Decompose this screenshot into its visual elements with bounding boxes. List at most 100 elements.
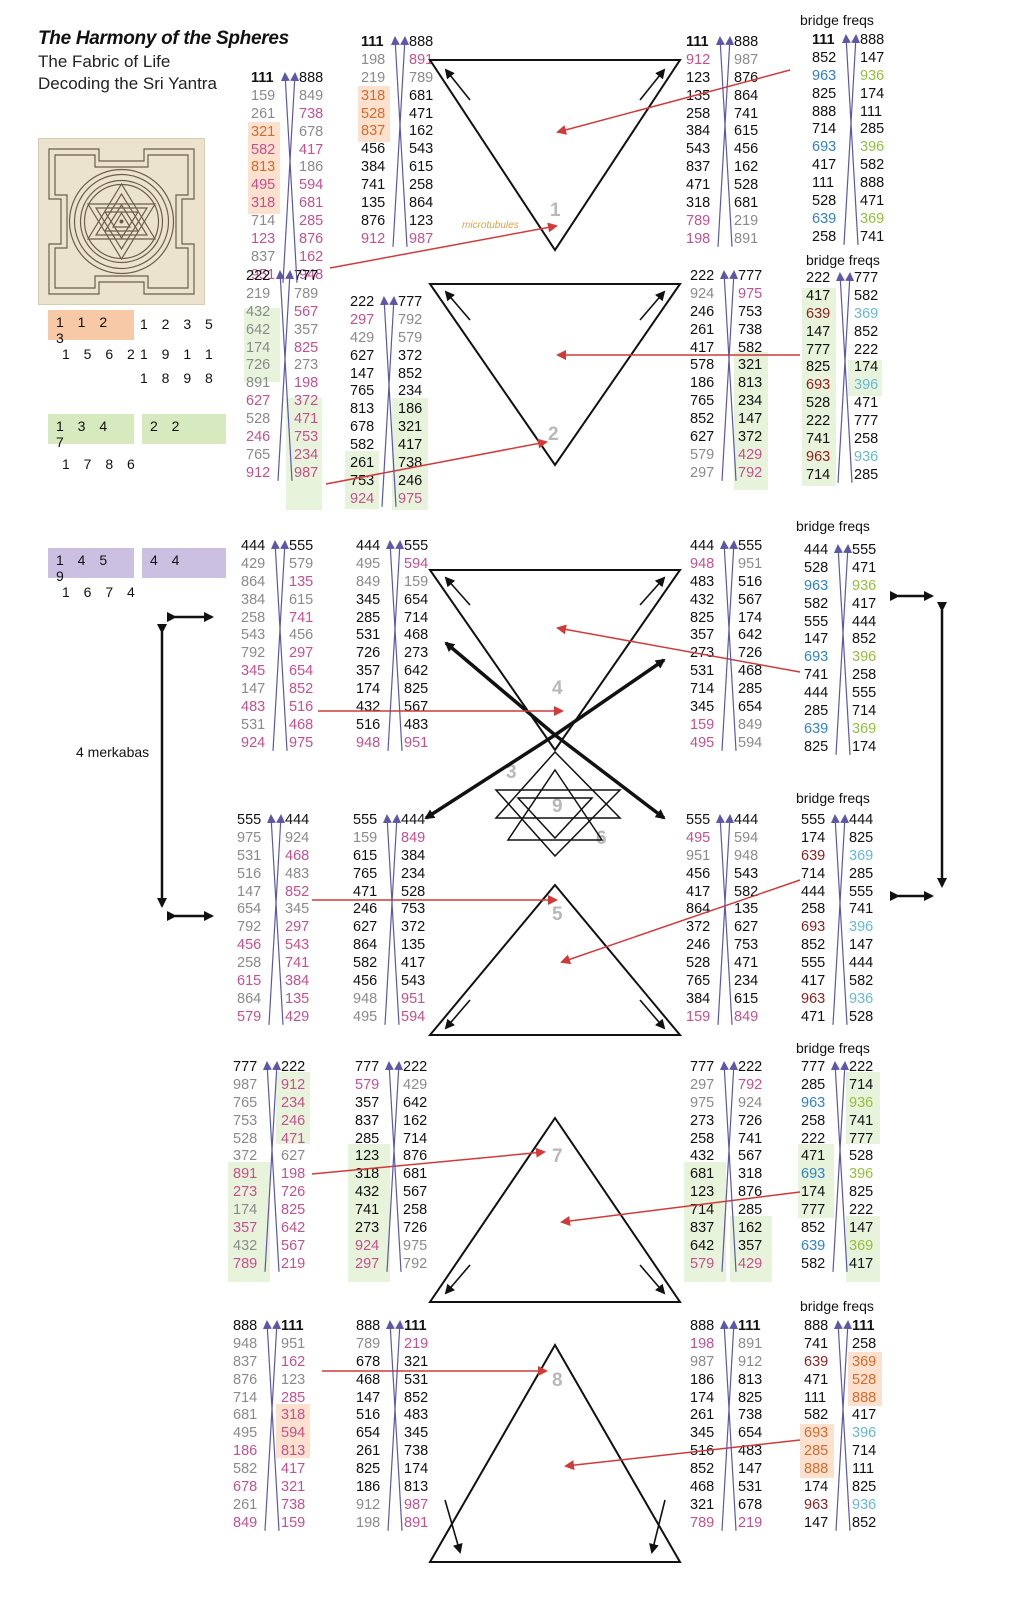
right-number: 174 [738,609,763,626]
right-number: 627 [281,1148,306,1165]
merkaba-cross [424,641,666,820]
left-number: 837 [251,248,276,265]
left-number: 627 [690,429,715,446]
legend-text-1898: 1 8 9 8 [140,370,218,386]
left-number: 174 [801,1184,826,1201]
left-number: 714 [233,1389,258,1406]
cross-line [832,814,850,1025]
right-number: 594 [299,177,324,194]
right-number: 753 [738,303,763,320]
right-number: 849 [299,87,324,104]
central-triangle [516,797,594,840]
highlight-block [848,1352,882,1406]
left-number: 471 [686,177,711,194]
right-number: 372 [294,393,319,410]
right-number: 888 [299,70,324,86]
bridge-freqs-header: bridge freqs [800,12,874,28]
triangle-4 [428,569,682,752]
left-number: 528 [686,955,711,972]
right-number: 654 [289,663,314,680]
left-number: 417 [812,157,837,174]
right-number: 396 [852,1425,877,1442]
right-number: 471 [860,193,885,210]
right-number: 429 [738,446,763,463]
right-number: 483 [404,716,429,733]
left-number: 681 [690,1166,715,1183]
legend-text-1674: 1 6 7 4 [62,584,140,600]
right-number: 471 [854,395,879,412]
cross-line [835,544,853,755]
left-number: 615 [237,973,262,990]
left-number: 297 [350,311,375,328]
triangle-label-9: 9 [552,796,563,817]
left-number: 297 [355,1255,380,1272]
left-number: 825 [806,359,831,376]
left-number: 471 [804,1371,829,1388]
right-number: 615 [734,123,759,140]
right-number: 369 [849,847,874,864]
left-number: 753 [350,472,375,489]
right-number: 615 [409,159,434,176]
cross-line [833,1320,851,1531]
cross-line [264,1061,282,1272]
right-number: 951 [404,734,429,751]
left-number: 456 [353,973,378,990]
cross-line [266,814,284,1025]
right-number: 753 [401,901,426,918]
left-number: 345 [356,591,381,608]
right-number: 111 [860,103,883,120]
left-number: 753 [233,1112,258,1129]
left-number: 516 [356,1407,381,1424]
right-number: 147 [849,1220,874,1237]
right-number: 924 [738,1094,763,1111]
bridge-freqs-header: bridge freqs [806,252,880,268]
right-number: 417 [281,1461,306,1478]
left-number: 147 [356,1389,381,1406]
right-number: 369 [860,210,885,227]
cross-line [830,814,848,1025]
cross-line [384,1061,402,1272]
left-number: 222 [806,413,831,430]
legend-text-1235: 1 2 3 5 [140,316,218,332]
left-number: 825 [690,609,715,626]
highlight-block [276,1404,310,1458]
right-number: 825 [849,1184,874,1201]
corner-arrow [444,999,471,1030]
left-number: 345 [690,1425,715,1442]
left-number: 681 [233,1407,258,1424]
cross-line [837,272,855,483]
cross-arrow [424,733,556,820]
right-number: 714 [852,703,877,720]
right-number: 135 [289,573,314,590]
cross-line [833,544,851,755]
left-number: 582 [251,141,276,158]
triangle-2 [428,283,682,467]
cross-line [282,72,300,283]
left-number: 951 [251,266,276,283]
cross-line [382,814,400,1025]
legend-box-lavender-44: 4 4 [142,548,226,578]
right-number: 975 [403,1237,428,1254]
left-number: 777 [801,1059,826,1075]
right-number: 258 [854,431,879,448]
left-number: 273 [690,1112,715,1129]
right-number: 714 [403,1130,428,1147]
right-number: 567 [738,1148,763,1165]
left-number: 456 [237,937,262,954]
right-number: 417 [852,1407,877,1424]
left-number: 582 [350,437,375,454]
legend-text-1911: 1 9 1 1 [140,346,218,362]
left-number: 186 [690,375,715,392]
subtitle-2: Decoding the Sri Yantra [38,74,217,93]
left-number: 693 [804,649,829,666]
right-number: 987 [404,1496,429,1513]
corner-arrow [639,290,666,321]
right-number: 111 [852,1461,875,1478]
right-number: 777 [294,268,319,284]
left-number: 444 [804,685,829,702]
left-number: 483 [690,573,715,590]
left-number: 261 [690,1407,715,1424]
right-number: 417 [299,141,324,158]
left-number: 261 [251,105,276,122]
left-number: 543 [686,141,711,158]
